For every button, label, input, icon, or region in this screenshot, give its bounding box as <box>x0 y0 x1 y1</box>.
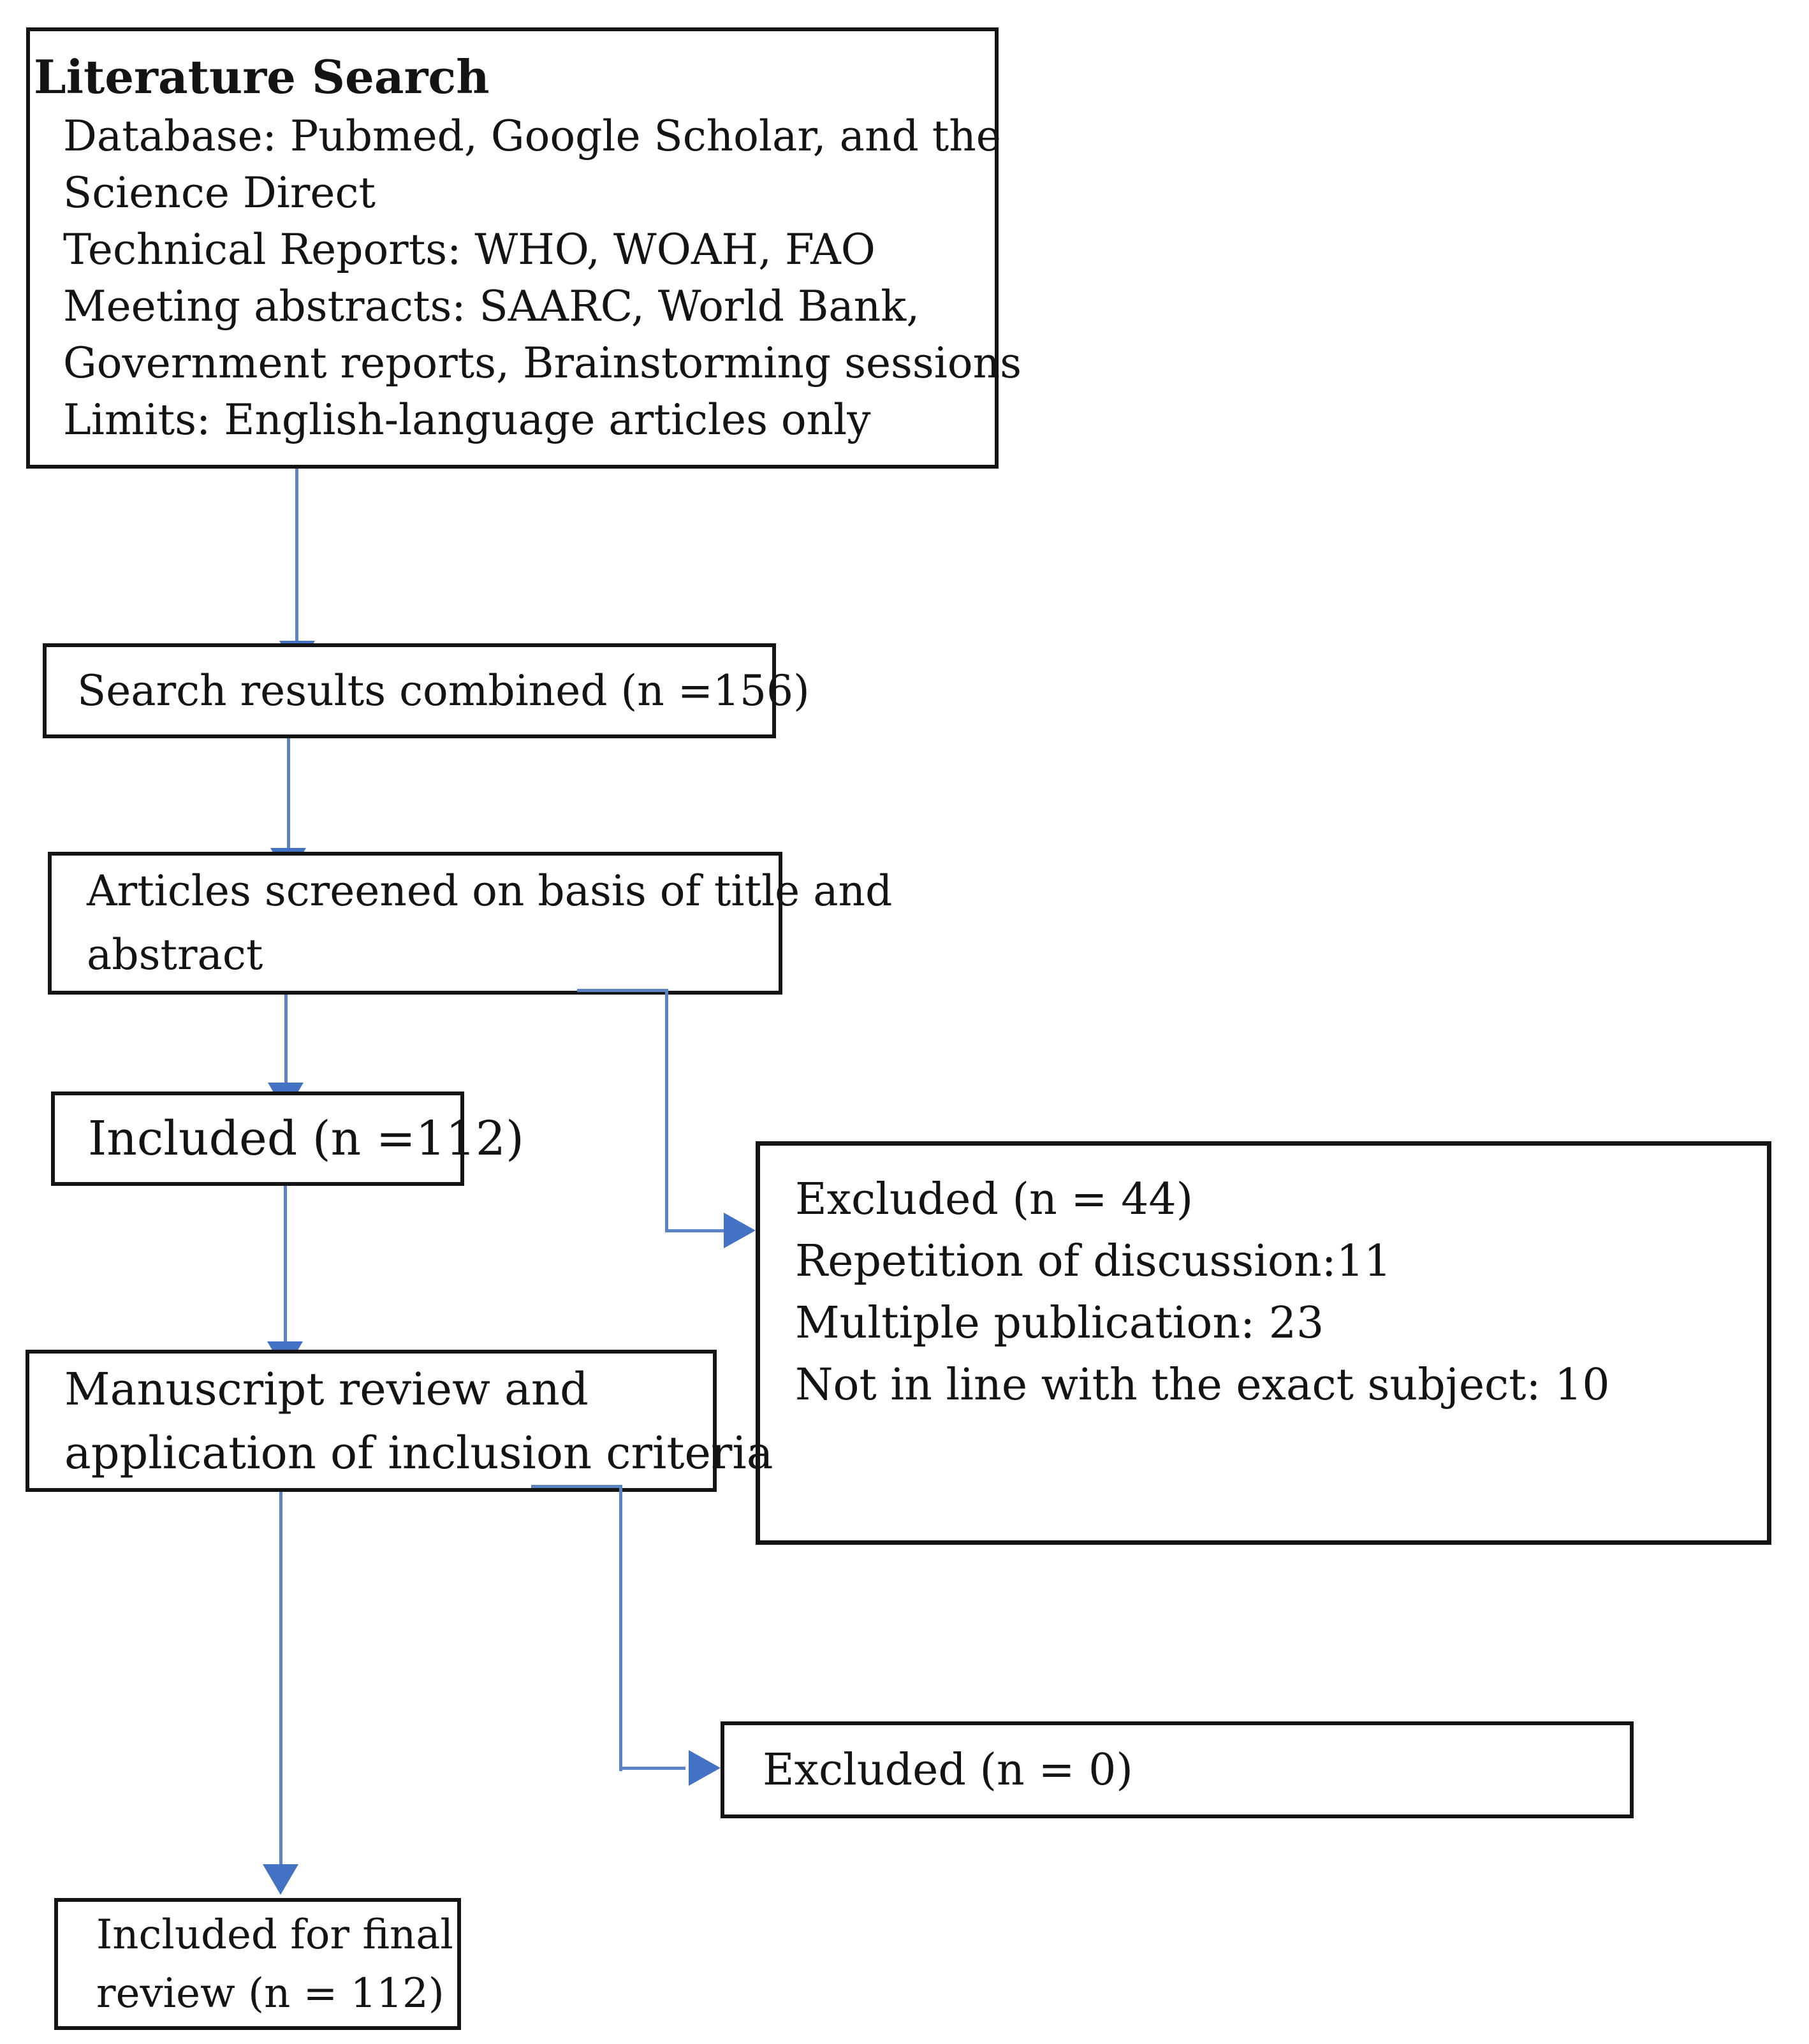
literature-search-line: Government reports, Brainstorming sessio… <box>63 339 1022 388</box>
final-review-line: review (n = 112) <box>96 1969 444 2017</box>
connector-included-to-manuscript-line <box>284 1186 287 1344</box>
literature-search-line: Meeting abstracts: SAARC, World Bank, <box>63 282 920 331</box>
literature-search-line: Limits: English-language articles only <box>63 395 871 444</box>
arrow-right-icon <box>724 1213 756 1248</box>
manuscript-review-line: Manuscript review and <box>64 1362 589 1415</box>
connector-manuscript-to-excluded0-hline <box>619 1767 685 1770</box>
connector-articles-to-included-line <box>284 995 288 1085</box>
literature-search-line: Technical Reports: WHO, WOAH, FAO <box>63 225 875 274</box>
arrow-right-icon <box>689 1750 721 1786</box>
connector-search-to-articles-line <box>287 738 290 850</box>
excluded-44-line: Not in line with the exact subject: 10 <box>795 1360 1610 1410</box>
connector-articles-to-excluded-stub <box>577 989 668 992</box>
final-review-box: Included for final review (n = 112) <box>54 1898 461 2030</box>
literature-search-title: Literature Search <box>34 50 490 104</box>
manuscript-review-box: Manuscript review and application of inc… <box>26 1350 773 1492</box>
connector-articles-to-excluded-vline <box>665 989 668 1232</box>
excluded-44-line: Multiple publication: 23 <box>795 1298 1324 1348</box>
connector-manuscript-to-excluded0-vline <box>619 1485 622 1771</box>
articles-screened-line: Articles screened on basis of title and <box>87 866 893 916</box>
final-review-line: Included for final <box>96 1911 453 1959</box>
connector-manuscript-to-final-line <box>279 1492 282 1867</box>
search-results-label: Search results combined (n =156) <box>77 666 810 715</box>
connector-articles-to-excluded-hline <box>665 1229 724 1232</box>
connector-manuscript-to-excluded0-stub <box>531 1485 622 1488</box>
connector-literature-to-search-line <box>295 469 298 642</box>
articles-screened-line: abstract <box>87 930 263 979</box>
literature-search-line: Database: Pubmed, Google Scholar, and th… <box>63 112 1001 161</box>
excluded-0-label: Excluded (n = 0) <box>763 1744 1133 1795</box>
literature-search-line: Science Direct <box>63 168 376 217</box>
excluded-44-line: Repetition of discussion:11 <box>795 1236 1392 1287</box>
included-label: Included (n =112) <box>88 1111 524 1166</box>
excluded-0-box: Excluded (n = 0) <box>721 1721 1634 1818</box>
included-box: Included (n =112) <box>51 1091 524 1186</box>
literature-search-box: Literature Search Database: Pubmed, Goog… <box>26 27 1022 469</box>
manuscript-review-line: application of inclusion criteria <box>64 1426 773 1479</box>
excluded-44-line: Excluded (n = 44) <box>795 1174 1194 1225</box>
arrow-down-icon <box>263 1864 298 1895</box>
excluded-44-box: Excluded (n = 44) Repetition of discussi… <box>756 1141 1771 1545</box>
search-results-box: Search results combined (n =156) <box>43 643 810 738</box>
articles-screened-box: Articles screened on basis of title and … <box>48 852 893 995</box>
